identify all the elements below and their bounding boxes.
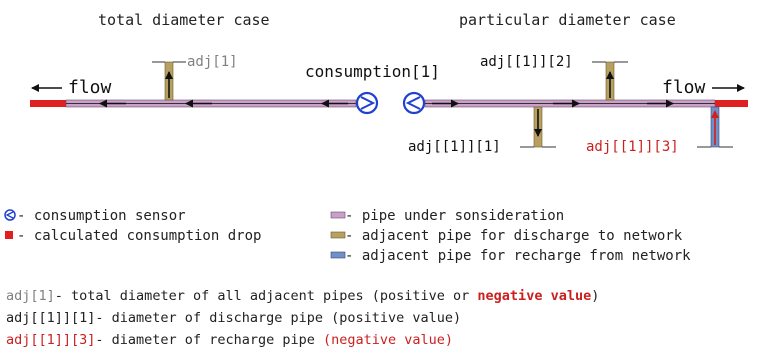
note-recharge-diameter-text: - diameter of recharge pipe xyxy=(95,332,323,348)
note-discharge-diameter-text: - diameter of discharge pipe (positive v… xyxy=(95,310,461,326)
label-adj-1-2: adj[[1]][2] xyxy=(480,54,573,70)
note-discharge-diameter: adj[[1]][1]- diameter of discharge pipe … xyxy=(6,310,461,326)
legend: - consumption sensor - calculated consum… xyxy=(4,208,691,264)
note-total-diameter-end: ) xyxy=(591,288,599,304)
label-adj-1-1: adj[[1]][1] xyxy=(408,139,501,155)
legend-drop-text: - calculated consumption drop xyxy=(17,228,261,244)
label-adj1: adj[1] xyxy=(187,54,238,70)
left-flow-label: flow xyxy=(68,77,112,98)
legend-pipe-text: - pipe under sonsideration xyxy=(345,208,564,224)
right-adjacent-pipe-3-arrowhead xyxy=(711,110,719,118)
left-consumption-sensor-icon xyxy=(355,91,379,115)
note-total-diameter-text: - total diameter of all adjacent pipes (… xyxy=(55,288,478,304)
right-consumption-sensor-icon xyxy=(402,91,426,115)
note-total-diameter: adj[1]- total diameter of all adjacent p… xyxy=(6,288,599,304)
note-recharge-diameter-negative: (negative value) xyxy=(323,332,453,348)
note-total-diameter-label: adj[1] xyxy=(6,288,55,304)
heading-total-diameter-case: total diameter case xyxy=(98,11,270,29)
legend-drop-swatch xyxy=(5,231,13,239)
note-recharge-diameter-label: adj[[1]][3] xyxy=(6,332,95,348)
right-flow-label: flow xyxy=(662,77,706,98)
note-total-diameter-negative: negative value xyxy=(477,288,591,304)
right-consumption-drop xyxy=(715,100,748,107)
legend-discharge-text: - adjacent pipe for discharge to network xyxy=(345,228,683,244)
left-diagram: adj[1] flow xyxy=(30,54,379,115)
legend-sensor-text: - consumption sensor xyxy=(17,208,186,224)
notes: adj[1]- total diameter of all adjacent p… xyxy=(6,288,599,348)
heading-particular-diameter-case: particular diameter case xyxy=(459,11,676,29)
left-consumption-drop xyxy=(30,100,66,107)
legend-recharge-text: - adjacent pipe for recharge from networ… xyxy=(345,248,691,264)
legend-sensor-icon xyxy=(4,209,16,221)
note-discharge-diameter-label: adj[[1]][1] xyxy=(6,310,95,326)
right-diagram: adj[[1]][2] adj[[1]][1] adj[[1]][3] flow xyxy=(402,54,748,155)
legend-pipe-swatch xyxy=(330,211,346,219)
legend-recharge-swatch xyxy=(330,251,346,259)
label-adj-1-3: adj[[1]][3] xyxy=(586,139,679,155)
legend-discharge-swatch xyxy=(330,231,346,239)
label-consumption1: consumption[1] xyxy=(305,62,440,81)
note-recharge-diameter: adj[[1]][3]- diameter of recharge pipe (… xyxy=(6,332,453,348)
